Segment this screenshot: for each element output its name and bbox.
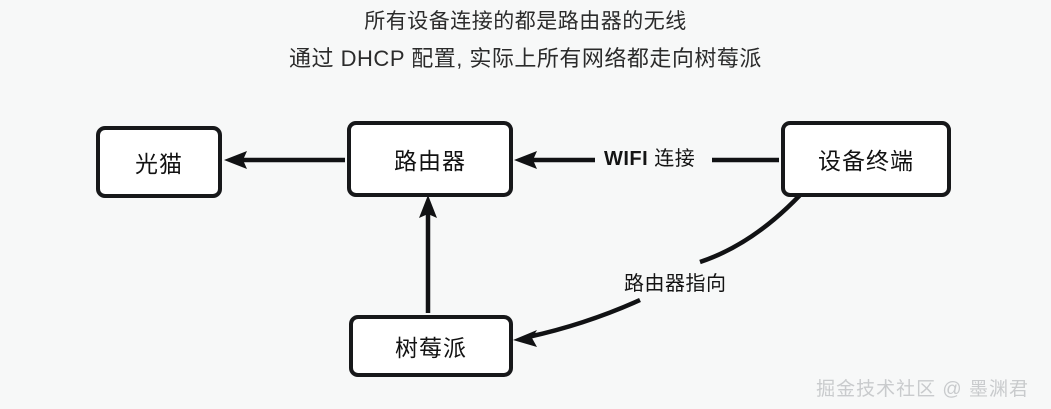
edge-label-wifi-connection: WIFI 连接	[597, 146, 703, 172]
node-modem[interactable]: 光猫	[96, 126, 222, 198]
caption-line-2: 通过 DHCP 配置, 实际上所有网络都走向树莓派	[289, 46, 762, 71]
node-raspberry-pi[interactable]: 树莓派	[349, 315, 513, 377]
edge-label-wifi-en: WIFI	[604, 148, 649, 170]
node-router[interactable]: 路由器	[347, 121, 513, 197]
edge-router-to-modem	[224, 151, 345, 169]
edge-label-router-pointing: 路由器指向	[617, 271, 734, 297]
edge-device-to-router	[514, 151, 779, 169]
edge-label-wifi-cn: 连接	[654, 148, 696, 170]
edge-rpi-to-router	[419, 195, 437, 313]
node-device-terminal[interactable]: 设备终端	[781, 121, 951, 197]
edge-device-to-rpi	[513, 180, 814, 347]
watermark: 掘金技术社区 @ 墨渊君	[816, 379, 1029, 400]
caption-line-1: 所有设备连接的都是路由器的无线	[364, 10, 687, 33]
